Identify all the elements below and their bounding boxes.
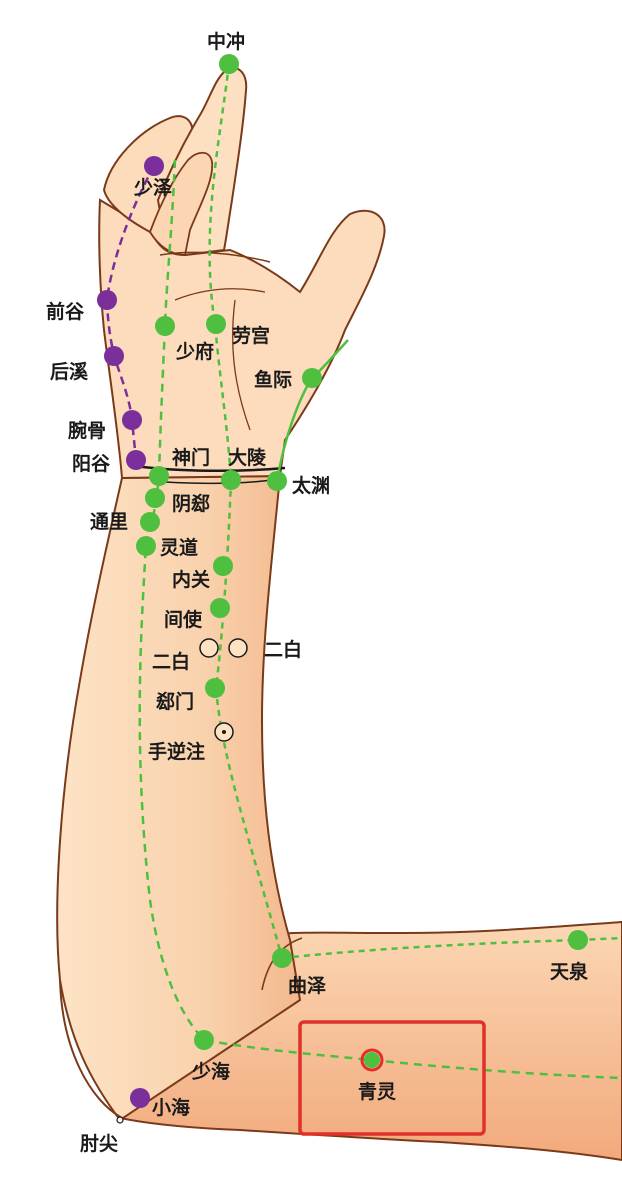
label-ximen: 郄门 [156,690,194,713]
meridian-upper [281,936,622,960]
point-tianquan[interactable] [568,930,588,950]
label-yuji: 鱼际 [254,368,292,391]
point-jianshi[interactable] [210,598,230,618]
label-qiangu: 前谷 [46,300,85,323]
point-wangu[interactable] [122,410,142,430]
shounizhu-dot [222,730,226,734]
point-erbai-right[interactable] [228,638,248,658]
open-points [199,638,248,742]
point-houxi[interactable] [104,346,124,366]
label-taiyuan: 太渊 [292,474,330,497]
qingling-highlight-ring [360,1048,384,1072]
meridian-heart [138,159,622,1080]
highlight-box [298,1020,486,1136]
point-shaohai[interactable] [194,1030,214,1050]
label-quze: 曲泽 [288,975,326,997]
point-tongli[interactable] [140,512,160,532]
label-yinxi: 阴郄 [172,492,210,515]
label-xiaohai: 小海 [152,1096,190,1119]
point-xiaohai[interactable] [130,1088,150,1108]
point-shaoze[interactable] [144,156,164,176]
point-taiyuan[interactable] [267,471,287,491]
label-wangu: 腕骨 [67,419,106,442]
wrist-crease-2 [164,479,273,485]
point-qingling[interactable] [364,1052,380,1068]
point-ximen[interactable] [205,678,225,698]
label-jianshi: 间使 [164,609,203,631]
green-points [136,54,588,1068]
point-yinxi[interactable] [145,488,165,508]
point-shenmen[interactable] [149,466,169,486]
point-quze[interactable] [272,948,292,968]
label-qingling: 青灵 [358,1081,397,1103]
point-qiangu[interactable] [97,290,117,310]
label-tianquan: 天泉 [550,960,589,983]
point-yanggu[interactable] [126,450,146,470]
point-lingdao[interactable] [136,536,156,556]
point-laogong[interactable] [206,314,226,334]
label-zhoujian: 肘尖 [80,1132,118,1155]
palm-crease-3 [232,299,251,431]
purple-points [97,156,164,1108]
palm-crease-1 [159,251,271,263]
label-erbai-right: 二白 [264,638,302,661]
zhoujian-marker [116,1116,124,1124]
point-daling[interactable] [221,470,241,490]
label-shenmen: 神门 [172,446,210,469]
label-houxi: 后溪 [50,361,89,383]
palm-crease-2 [174,288,266,301]
palm-shape [98,198,386,480]
label-shaoze: 少泽 [133,177,172,199]
label-lingdao: 灵道 [160,536,198,559]
point-zhongchong[interactable] [219,54,239,74]
label-zhongchong: 中冲 [207,30,245,53]
label-laogong: 劳宫 [232,324,270,347]
point-shaofu[interactable] [155,316,175,336]
point-yuji[interactable] [302,368,322,388]
label-daling: 大陵 [228,446,267,469]
watermark: 头条 @中西医结合护理 [446,1172,601,1190]
label-yanggu: 阳谷 [72,453,111,475]
label-shaohai: 少海 [191,1060,230,1083]
elbow-tip-curve [59,979,123,1119]
label-shounizhu: 手逆注 [148,740,205,763]
label-neiguan: 内关 [172,568,210,591]
point-erbai-left[interactable] [199,638,219,658]
label-erbai-left: 二白 [152,650,190,673]
label-shaofu: 少府 [175,340,214,363]
label-tongli: 通里 [90,511,128,533]
point-labels: 中冲 少泽 前谷 后溪 腕骨 阳谷 少府 劳宫 鱼际 神门 大陵 太渊 阴郄 通… [46,30,589,1155]
forearm-shape [56,474,302,1122]
point-neiguan[interactable] [213,556,233,576]
wrist-crease [134,464,286,473]
